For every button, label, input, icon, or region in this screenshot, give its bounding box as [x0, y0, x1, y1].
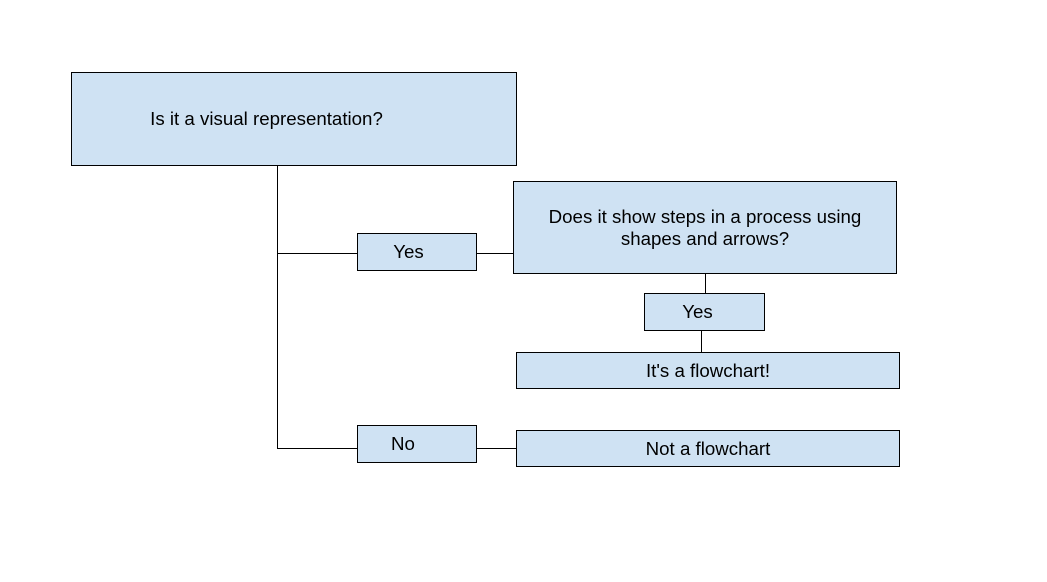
- node-label: Yes: [393, 241, 424, 262]
- node-label: No: [391, 433, 415, 454]
- node-branch-yes-2: Yes: [644, 293, 765, 331]
- connector-branch-no: [277, 448, 357, 449]
- connector-branch-yes: [277, 253, 357, 254]
- node-label: It's a flowchart!: [645, 359, 771, 381]
- node-question-visual-representation: Is it a visual representation?: [71, 72, 517, 166]
- node-label: Yes: [682, 301, 713, 322]
- connector-no-to-result: [477, 448, 516, 449]
- node-label: Does it show steps in a process using sh…: [548, 205, 862, 249]
- connector-q1-stem: [277, 166, 278, 448]
- node-branch-no: No: [357, 425, 477, 463]
- node-label: Is it a visual representation?: [150, 108, 383, 129]
- connector-yes-to-result: [701, 331, 702, 352]
- node-result-flowchart: It's a flowchart!: [516, 352, 900, 389]
- connector-q2-to-yes: [705, 273, 706, 293]
- connector-yes-to-q2: [477, 253, 513, 254]
- node-label: Not a flowchart: [645, 437, 771, 459]
- node-branch-yes-1: Yes: [357, 233, 477, 271]
- node-question-steps-shapes-arrows: Does it show steps in a process using sh…: [513, 181, 897, 274]
- node-result-not-flowchart: Not a flowchart: [516, 430, 900, 467]
